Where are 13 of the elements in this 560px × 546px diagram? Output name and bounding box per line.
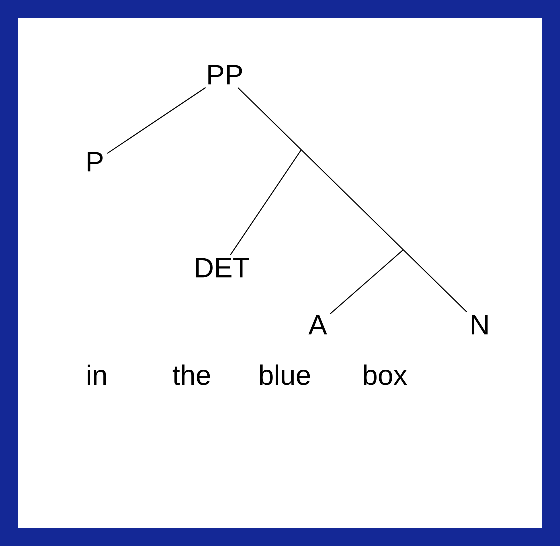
word: in xyxy=(88,364,106,386)
branch-line xyxy=(230,150,302,256)
category-label: A xyxy=(308,315,328,335)
category-label: P xyxy=(88,152,103,172)
branch-line xyxy=(107,87,206,154)
branch-line xyxy=(330,250,404,314)
branch-line xyxy=(238,87,468,313)
word: blue xyxy=(260,364,310,386)
category-label: DET xyxy=(196,258,250,278)
category-label: N xyxy=(472,315,488,335)
word: the xyxy=(172,364,210,386)
category-label: PP xyxy=(208,65,242,85)
word: box xyxy=(364,364,408,386)
